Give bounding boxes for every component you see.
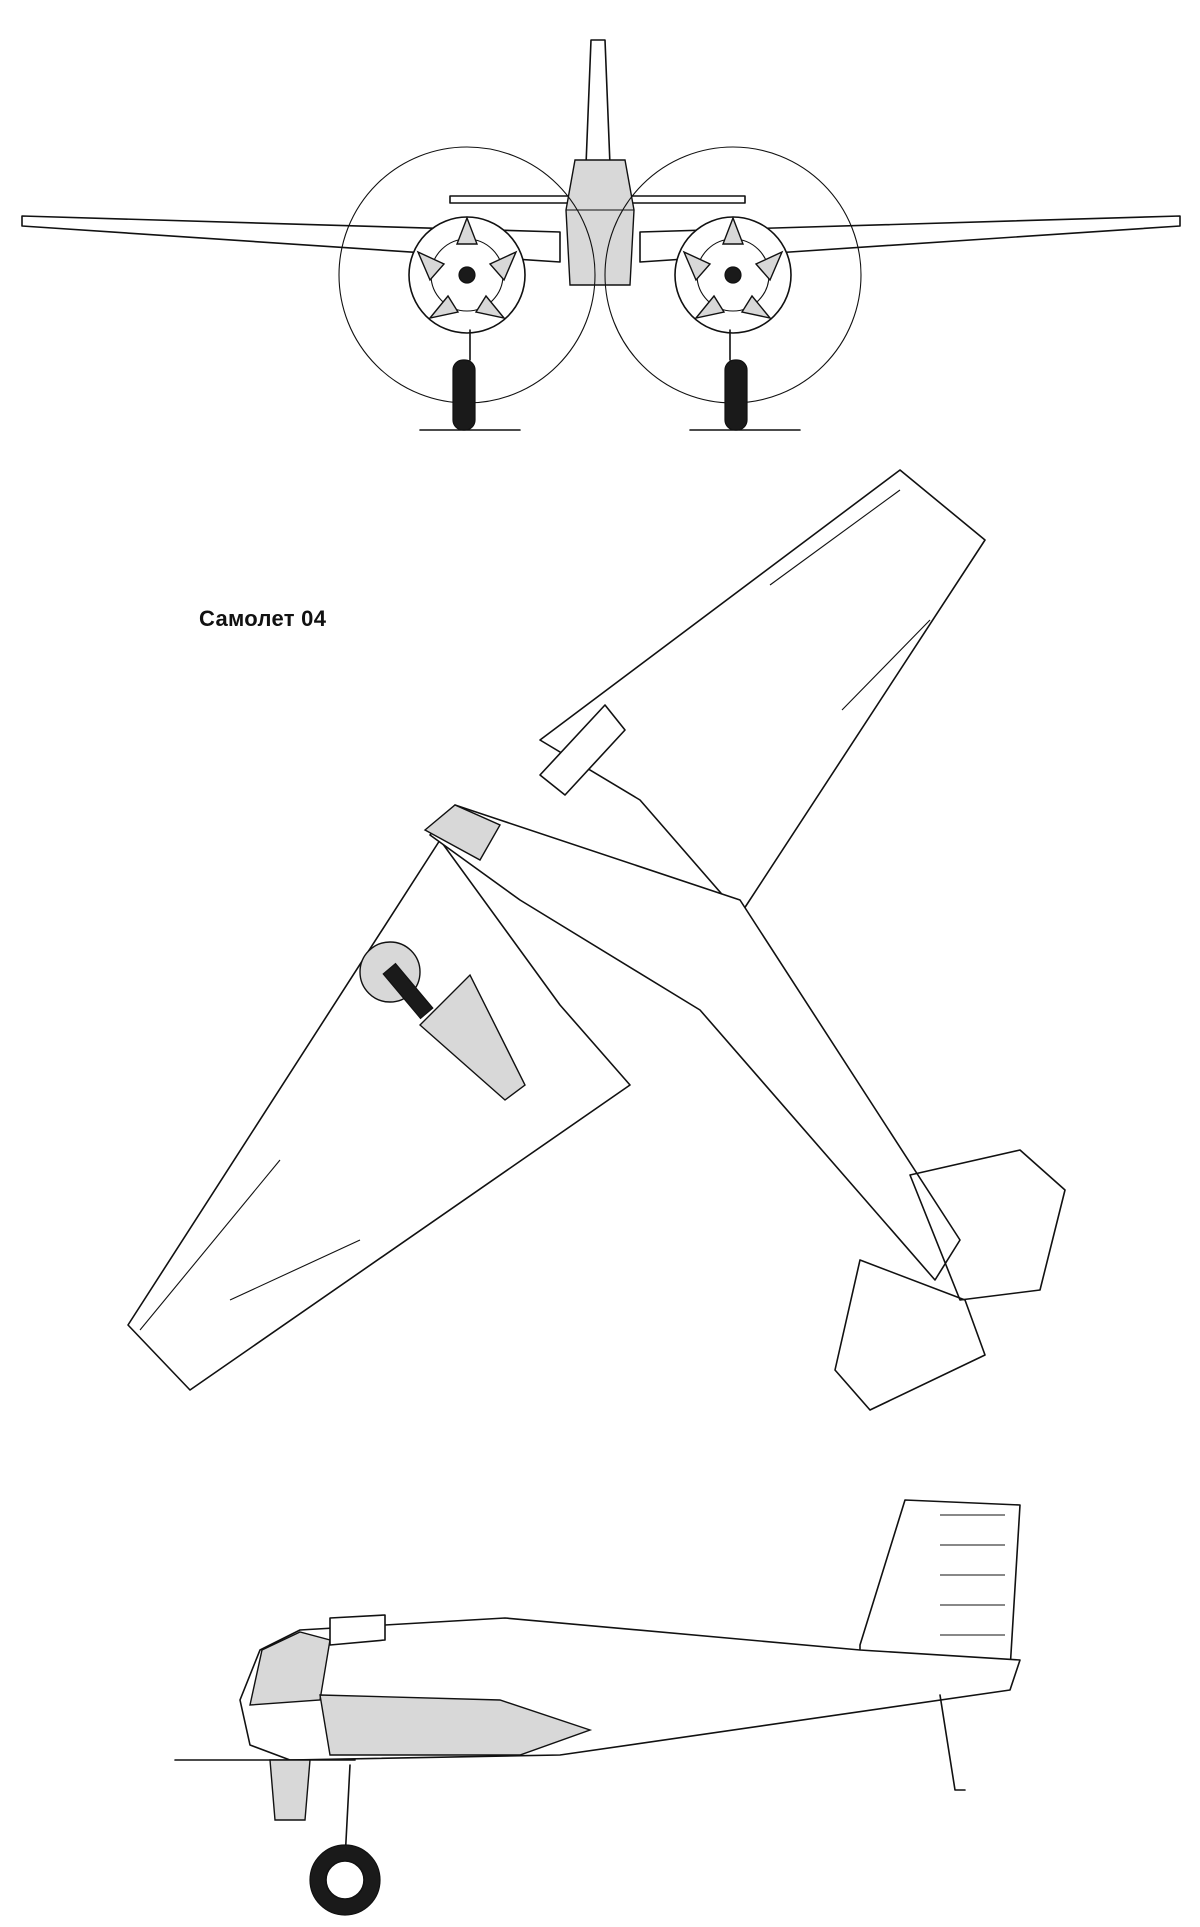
vertical-fin-side bbox=[859, 1499, 1021, 1671]
vertical-fin-front bbox=[585, 39, 611, 166]
left-landing-gear-front bbox=[419, 329, 521, 431]
left-engine-front bbox=[408, 216, 526, 334]
upper-wing-planform bbox=[539, 469, 986, 916]
right-wing-front bbox=[639, 215, 1181, 263]
lower-wing-planform bbox=[127, 839, 631, 1391]
bomb-bay-side bbox=[319, 1694, 593, 1756]
engine-side bbox=[269, 1759, 311, 1821]
right-engine-front bbox=[674, 216, 792, 334]
fuselage-planform bbox=[429, 804, 961, 1281]
fuselage-front bbox=[565, 159, 635, 286]
top-view bbox=[127, 469, 1066, 1411]
side-view bbox=[174, 1499, 1021, 1916]
aircraft-caption: Самолет 04 bbox=[199, 606, 327, 631]
tail-skid bbox=[939, 1694, 966, 1791]
lower-stabilizer-planform bbox=[834, 1259, 986, 1411]
upper-engine-nacelle bbox=[539, 704, 626, 796]
front-view bbox=[21, 39, 1181, 431]
lower-engine-top bbox=[359, 941, 434, 1020]
lower-engine-nacelle bbox=[418, 973, 526, 1101]
upper-stabilizer-planform bbox=[909, 1149, 1066, 1301]
nose-glazing bbox=[423, 804, 501, 861]
horizontal-stabilizer-front bbox=[449, 195, 746, 204]
left-wing-front bbox=[21, 215, 561, 263]
cockpit-glazing-side bbox=[249, 1631, 331, 1706]
right-landing-gear-front bbox=[689, 329, 801, 431]
dorsal-turret bbox=[329, 1614, 386, 1646]
